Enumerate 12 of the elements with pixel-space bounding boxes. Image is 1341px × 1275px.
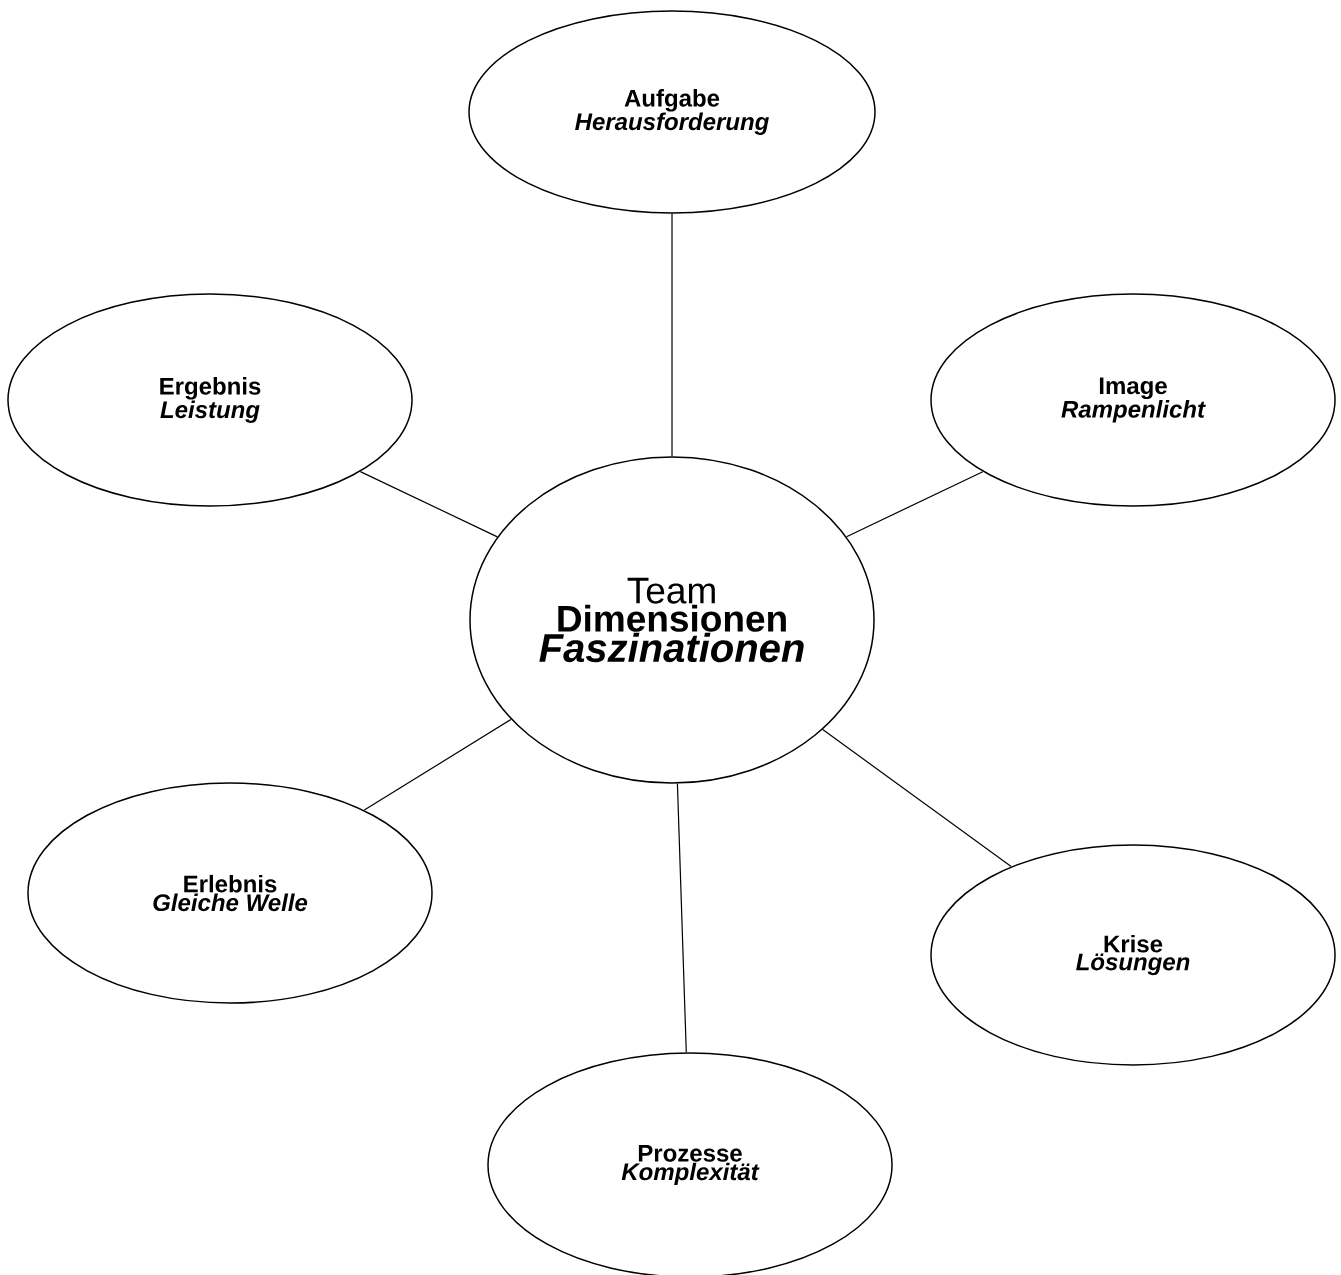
ellipse-node: Erlebnis Gleiche Welle (27, 782, 433, 1004)
ellipse-node: Krise Lösungen (930, 844, 1336, 1066)
ellipse-node: Aufgabe Herausforderung (468, 10, 876, 214)
connector-line (363, 718, 512, 811)
connector-line (676, 783, 687, 1053)
connector-line (359, 471, 498, 538)
connector-line (845, 471, 984, 538)
ellipse-node: Image Rampenlicht (930, 293, 1336, 507)
connector-line (822, 728, 1012, 868)
connector-line (671, 213, 673, 457)
ellipse-node: Ergebnis Leistung (7, 293, 413, 507)
ellipse-node: Team Dimensionen Faszinationen (469, 456, 875, 784)
